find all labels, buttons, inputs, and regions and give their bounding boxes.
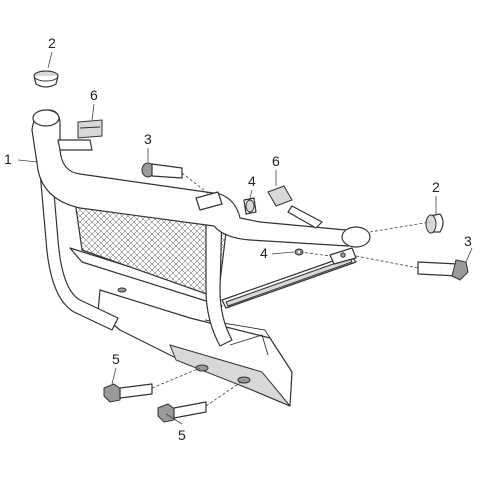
callout-6-right: 6 [272,153,280,169]
mesh-line [0,170,48,310]
skid-plate [97,287,293,407]
mesh-line [442,170,480,310]
mesh-line [352,170,480,310]
mesh-line [0,170,30,310]
callout-3-upper: 3 [144,131,152,147]
callout-2-left: 2 [48,35,56,51]
callout-labels: 2 6 1 3 4 6 2 3 4 5 5 [4,35,472,443]
mesh-line [364,170,480,310]
mesh-line [0,170,24,310]
mesh-line [364,170,480,310]
part-5-bolt-upper [103,383,153,403]
mesh-line [0,170,6,310]
callout-leaders [17,51,473,425]
callout-4-lower: 4 [260,245,268,261]
mesh-line [0,170,30,310]
mesh-line [0,170,18,310]
mesh-line [352,170,480,310]
callout-2-right: 2 [432,179,440,195]
part-5-bolt-lower [157,401,207,423]
mesh-line [165,180,230,298]
mesh-line [0,170,24,310]
callout-1: 1 [4,151,12,167]
mesh-line [442,170,480,310]
mesh-line [436,170,480,310]
mesh-line [0,170,12,310]
mounting-brackets [57,139,357,265]
part-4-spacer-upper [243,197,257,215]
callout-3-right: 3 [464,233,472,249]
lower-cross-plate [69,247,357,309]
mesh-line [177,180,230,298]
mesh-line [0,170,18,310]
main-bumper-tube [31,109,371,248]
right-leg-tube [205,209,233,347]
part-3-bolt-upper [141,162,183,179]
mesh-line [0,170,36,310]
mesh-line [0,170,36,310]
part-6-clamp-left [77,119,103,139]
mesh-line [436,170,480,310]
mesh-line [358,170,480,310]
part-2-cap-left [33,70,59,88]
part-6-clamp-right [267,185,293,207]
assembly-guide-lines [151,172,431,407]
callout-5-lower: 5 [178,427,186,443]
part-3-bolt-right [417,259,469,281]
callout-6-left: 6 [90,87,98,103]
mesh-line [0,170,48,310]
part-2-cap-right [425,213,444,234]
left-leg-tube [39,169,119,331]
mesh-line [0,170,6,310]
mesh-line [0,170,12,310]
callout-4-upper: 4 [248,173,256,189]
mesh-line [358,170,480,310]
mesh-line [171,180,230,298]
callout-5-upper: 5 [112,351,120,367]
mesh-line [0,170,42,310]
mesh-line [0,170,42,310]
